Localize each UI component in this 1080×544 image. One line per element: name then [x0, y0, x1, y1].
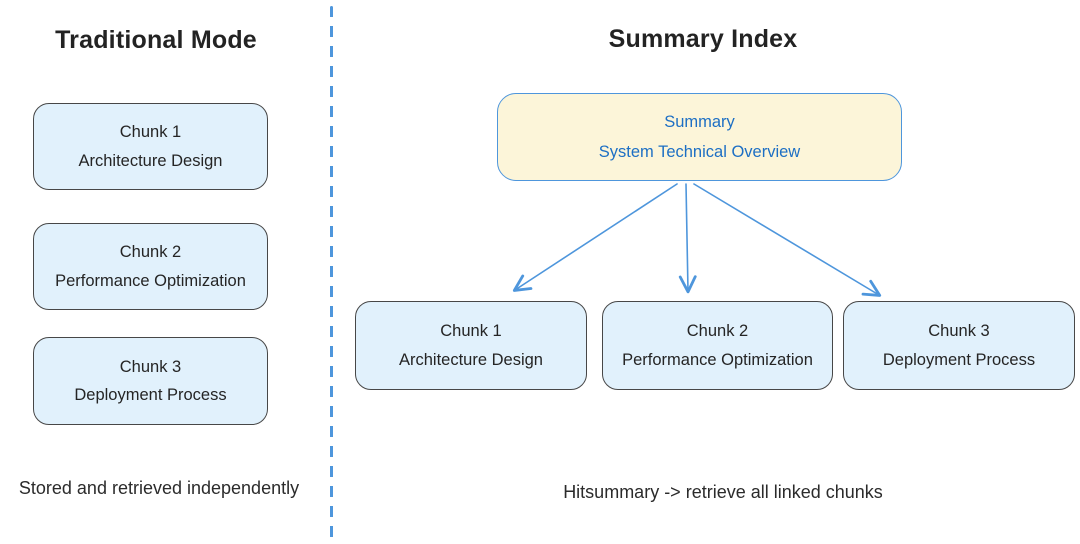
chunk-label: Performance Optimization: [55, 271, 246, 290]
summary-box: Summary System Technical Overview: [497, 93, 902, 181]
traditional-mode-title: Traditional Mode: [55, 26, 257, 54]
chunk-name: Chunk 3: [119, 357, 182, 376]
traditional-chunk-2-box: Chunk 2 Performance Optimization: [33, 223, 268, 310]
summary-chunk-3-box: Chunk 3 Deployment Process: [843, 301, 1075, 390]
summary-box-title: Summary: [664, 113, 735, 131]
summary-chunk-2-box: Chunk 2 Performance Optimization: [602, 301, 833, 390]
chunk-name: Chunk 1: [119, 123, 182, 141]
vertical-dashed-divider: [330, 6, 333, 539]
chunk-label: Deployment Process: [882, 350, 1036, 369]
arrow-to-chunk-1: [512, 183, 678, 292]
chunk-label: Architecture Design: [399, 350, 543, 369]
chunk-name: Chunk 3: [928, 322, 990, 340]
chunk-label: Deployment Process: [74, 386, 227, 404]
traditional-mode-caption: Stored and retrieved independently: [18, 478, 300, 498]
chunk-label: Architecture Design: [78, 151, 223, 170]
traditional-chunk-3-box: Chunk 3 Deployment Process: [33, 337, 268, 425]
chunk-name: Chunk 2: [686, 322, 749, 340]
summary-box-subtitle: System Technical Overview: [598, 142, 801, 161]
chunk-label: Performance Optimization: [622, 350, 813, 369]
chunk-name: Chunk 2: [119, 243, 182, 261]
traditional-chunk-1-box: Chunk 1 Architecture Design: [33, 103, 268, 190]
summary-index-caption: Hitsummary -> retrieve all linked chunks: [563, 482, 883, 502]
arrow-to-chunk-2: [678, 183, 697, 294]
arrow-to-chunk-3: [693, 183, 882, 297]
chunk-name: Chunk 1: [440, 322, 502, 340]
summary-index-title: Summary Index: [608, 25, 798, 53]
summary-chunk-1-box: Chunk 1 Architecture Design: [355, 301, 587, 390]
